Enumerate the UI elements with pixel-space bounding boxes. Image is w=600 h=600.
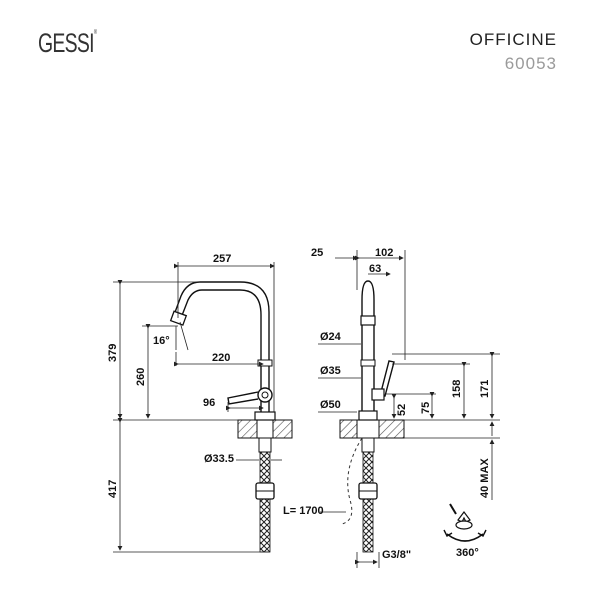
dim-deck-thickness: 40 MAX [479,458,491,498]
dim-height-158: 158 [451,380,463,398]
product-name: OFFICINE [469,30,557,49]
side-pullout-hose-path [341,437,363,525]
side-base-nut [356,419,380,439]
product-code: 60053 [504,54,557,73]
dim-diameter-24: Ø24 [320,331,342,343]
side-view: 25 102 63 Ø24 Ø35 Ø50 52 75 158 [283,247,500,568]
front-view: 257 379 260 16° 220 96 Ø33.5 [107,253,293,553]
dim-connection: G3/8" [382,549,411,561]
side-ring-top [360,315,376,326]
dim-angle: 16° [153,335,170,347]
front-body-ring [257,359,273,367]
dim-side-depth: 102 [375,247,393,259]
front-shank [258,437,272,453]
front-spout [173,281,270,420]
side-lever-hub [371,388,385,401]
dim-total-height: 379 [107,344,119,362]
dim-hose-length: L= 1700 [283,505,324,517]
dim-spout-height: 260 [135,368,147,386]
dim-height-171: 171 [479,380,491,398]
dim-diameter-50: Ø50 [320,399,341,411]
dim-lever: 96 [203,397,215,409]
dim-reach: 220 [212,352,230,364]
side-hose-braid [362,451,374,553]
brand-logo: GESSI® [38,28,98,58]
front-hose-braid [259,451,271,553]
front-aerator [169,310,188,326]
rotation-label: 360° [456,547,479,559]
front-lever [227,391,259,405]
dim-width: 257 [213,253,231,265]
dim-diameter-35: Ø35 [320,365,341,377]
dim-lever-height: 52 [396,404,408,416]
dim-shank-diameter: Ø33.5 [204,453,234,465]
rotation-360-icon [443,503,487,542]
dim-lever-mid: 75 [420,402,432,414]
side-ring-mid [360,359,376,367]
side-body [361,280,375,420]
dim-side-mid: 63 [369,263,381,275]
dim-side-offset: 25 [311,247,323,259]
front-base-nut [256,419,274,439]
dim-shank-length: 417 [107,480,119,498]
